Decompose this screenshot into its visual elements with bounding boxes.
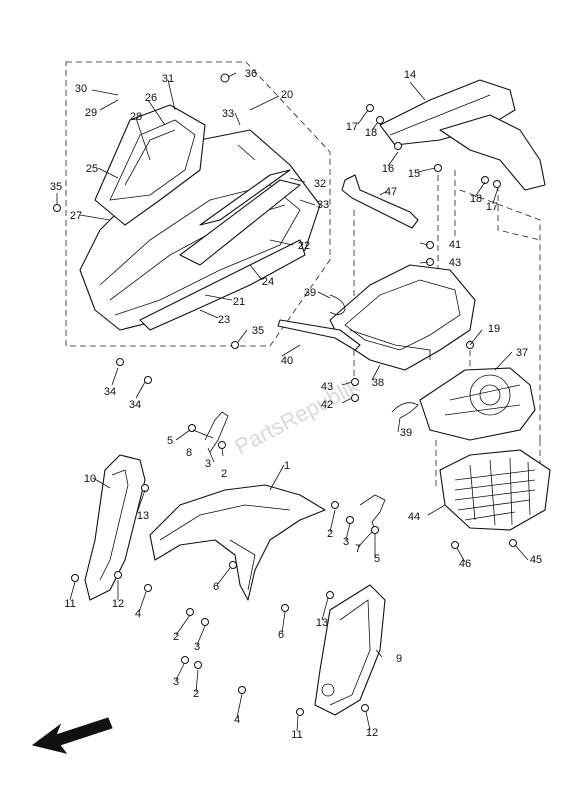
fork-cover-right — [314, 584, 386, 716]
inner-fender-group-outline — [65, 61, 331, 347]
label-6: 6 — [213, 581, 219, 593]
label-35: 35 — [50, 181, 62, 193]
label-40: 40 — [281, 355, 293, 367]
label-25: 25 — [86, 163, 98, 175]
label-9: 9 — [396, 653, 402, 665]
label-27: 27 — [70, 210, 82, 222]
frame-plate — [329, 264, 476, 371]
bracket-assembly — [379, 79, 546, 191]
label-30: 30 — [75, 83, 87, 95]
label-35: 35 — [252, 325, 264, 337]
label-31: 31 — [162, 73, 174, 85]
label-23: 23 — [218, 314, 230, 326]
label-15: 15 — [408, 168, 420, 180]
label-39: 39 — [304, 287, 316, 299]
label-38: 38 — [372, 377, 384, 389]
label-20: 20 — [281, 89, 293, 101]
label-18: 18 — [470, 193, 482, 205]
label-14: 14 — [404, 69, 416, 81]
label-22: 22 — [298, 240, 310, 252]
label-37: 37 — [516, 347, 528, 359]
label-46: 46 — [459, 558, 471, 570]
cable-guide-left — [204, 411, 229, 453]
label-34: 34 — [104, 386, 116, 398]
guide-lines — [353, 170, 541, 500]
label-34: 34 — [129, 399, 141, 411]
label-11: 11 — [64, 598, 75, 610]
label-2: 2 — [221, 468, 227, 480]
label-13: 13 — [316, 617, 328, 629]
label-17: 17 — [346, 121, 358, 133]
side-rail — [179, 169, 301, 266]
front-fender — [149, 484, 326, 601]
label-11: 11 — [291, 729, 302, 741]
fan-housing — [419, 367, 536, 441]
label-47: 47 — [385, 186, 397, 198]
storage-box — [94, 104, 206, 226]
seal-strip — [277, 319, 361, 351]
label-32: 32 — [314, 178, 326, 190]
label-16: 16 — [382, 163, 394, 175]
label-45: 45 — [530, 554, 542, 566]
label-4: 4 — [135, 608, 141, 620]
label-43: 43 — [449, 257, 461, 269]
label-19: 19 — [488, 323, 500, 335]
label-5: 5 — [167, 435, 173, 447]
label-2: 2 — [327, 528, 333, 540]
label-3: 3 — [173, 676, 179, 688]
label-6: 6 — [278, 629, 284, 641]
label-24: 24 — [262, 276, 274, 288]
label-3: 3 — [343, 536, 349, 548]
direction-arrow-icon — [31, 717, 113, 754]
watermark: PartsRepublik — [231, 373, 365, 460]
label-3: 3 — [205, 458, 211, 470]
label-26: 26 — [145, 92, 157, 104]
label-2: 2 — [173, 631, 179, 643]
label-41: 41 — [449, 239, 461, 251]
leader-lines — [56, 72, 529, 732]
label-13: 13 — [137, 510, 149, 522]
label-28: 28 — [130, 111, 142, 123]
label-3: 3 — [194, 641, 200, 653]
clamp-lower — [391, 402, 419, 419]
label-33: 33 — [222, 108, 234, 120]
label-8: 8 — [186, 447, 192, 459]
part-number-labels: 1 2 2 2 2 3 3 3 3 4 4 5 5 6 6 7 8 9 10 1… — [50, 68, 542, 741]
label-43: 43 — [321, 381, 333, 393]
label-18: 18 — [365, 127, 377, 139]
label-17: 17 — [486, 201, 498, 213]
label-2: 2 — [193, 688, 199, 700]
label-7: 7 — [355, 543, 361, 555]
label-44: 44 — [408, 511, 420, 523]
label-29: 29 — [85, 107, 97, 119]
label-33: 33 — [317, 199, 329, 211]
label-12: 12 — [112, 598, 124, 610]
label-4: 4 — [234, 714, 240, 726]
label-12: 12 — [366, 727, 378, 739]
clamp-upper — [329, 294, 346, 315]
label-42: 42 — [321, 399, 333, 411]
label-21: 21 — [233, 296, 245, 308]
fan-grille — [439, 449, 551, 531]
stay-bracket — [341, 174, 419, 229]
label-39: 39 — [400, 427, 412, 439]
label-1: 1 — [284, 460, 290, 472]
label-5: 5 — [374, 553, 380, 565]
label-10: 10 — [84, 473, 96, 485]
label-36: 36 — [245, 68, 257, 80]
cable-guide-right — [359, 494, 386, 531]
